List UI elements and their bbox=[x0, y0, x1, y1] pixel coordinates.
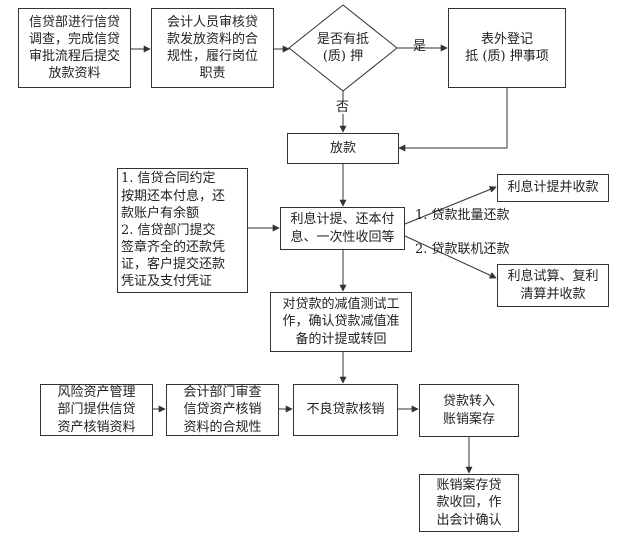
edge-label-batch-repay: 1. 贷款批量还款 bbox=[415, 208, 510, 223]
collateral-decision-text: 是否有抵 (质) 押 bbox=[316, 32, 369, 65]
repayment-conditions-text: 1. 信贷合同约定 按期还本付息，还 款账户有余额 2. 信贷部门提交 签章齐全… bbox=[121, 171, 226, 290]
off-balance-register-node: 表外登记 抵 (质) 押事项 bbox=[448, 8, 566, 88]
bad-loan-writeoff-text: 不良贷款核销 bbox=[306, 402, 385, 418]
impairment-test-text: 对贷款的减值测试工 作，确认贷款减值准 备的计提或转回 bbox=[282, 297, 400, 347]
disbursement-text: 放款 bbox=[329, 140, 356, 156]
archived-recovery-text: 账销案存贷 款收回，作 出会计确认 bbox=[436, 478, 502, 528]
credit-dept-review-node: 信贷部进行信贷 调查，完成信贷 审批流程后提交 放款资料 bbox=[18, 8, 131, 88]
transfer-archive-node: 贷款转入 账销案存 bbox=[419, 384, 519, 437]
transfer-archive-text: 贷款转入 账销案存 bbox=[442, 394, 495, 427]
risk-asset-dept-node: 风险资产管理 部门提供信贷 资产核销资料 bbox=[40, 384, 153, 436]
archived-recovery-node: 账销案存贷 款收回，作 出会计确认 bbox=[419, 474, 519, 532]
interest-calc-settle-text: 利息试算、复利 清算并收款 bbox=[507, 269, 599, 302]
edge-label-online-repay: 2. 贷款联机还款 bbox=[415, 242, 510, 257]
accounting-review-node: 会计人员审核贷 款发放资料的合 规性，履行岗位 职责 bbox=[151, 8, 274, 88]
edge-interest-to-online bbox=[404, 235, 497, 279]
repayment-conditions-node: 1. 信贷合同约定 按期还本付息，还 款账户有余额 2. 信贷部门提交 签章齐全… bbox=[117, 168, 248, 293]
credit-dept-review-text: 信贷部进行信贷 调查，完成信贷 审批流程后提交 放款资料 bbox=[28, 14, 120, 82]
interest-repayment-node: 利息计提、还本付 息、一次性收回等 bbox=[280, 207, 405, 250]
accounting-writeoff-review-node: 会计部门审查 信贷资产核销 资料的合规性 bbox=[166, 384, 279, 436]
edge-offbalance-to-disbursement bbox=[398, 88, 508, 152]
accounting-review-text: 会计人员审核贷 款发放资料的合 规性，履行岗位 职责 bbox=[166, 14, 258, 82]
edge-interest-to-batch bbox=[404, 186, 497, 225]
accounting-writeoff-review-text: 会计部门审查 信贷资产核销 资料的合规性 bbox=[183, 385, 262, 435]
off-balance-register-text: 表外登记 抵 (质) 押事项 bbox=[465, 31, 549, 64]
edge-label-no: 否 bbox=[336, 100, 350, 115]
disbursement-node: 放款 bbox=[287, 133, 399, 164]
bad-loan-writeoff-node: 不良贷款核销 bbox=[293, 384, 398, 436]
impairment-test-node: 对贷款的减值测试工 作，确认贷款减值准 备的计提或转回 bbox=[270, 292, 412, 352]
risk-asset-dept-text: 风险资产管理 部门提供信贷 资产核销资料 bbox=[57, 385, 136, 435]
interest-repayment-text: 利息计提、还本付 息、一次性收回等 bbox=[290, 212, 395, 245]
interest-accrual-collect-node: 利息计提并收款 bbox=[497, 174, 609, 202]
interest-calc-settle-node: 利息试算、复利 清算并收款 bbox=[497, 264, 609, 307]
interest-accrual-collect-text: 利息计提并收款 bbox=[507, 180, 599, 196]
edge-label-yes: 是 bbox=[413, 39, 427, 54]
